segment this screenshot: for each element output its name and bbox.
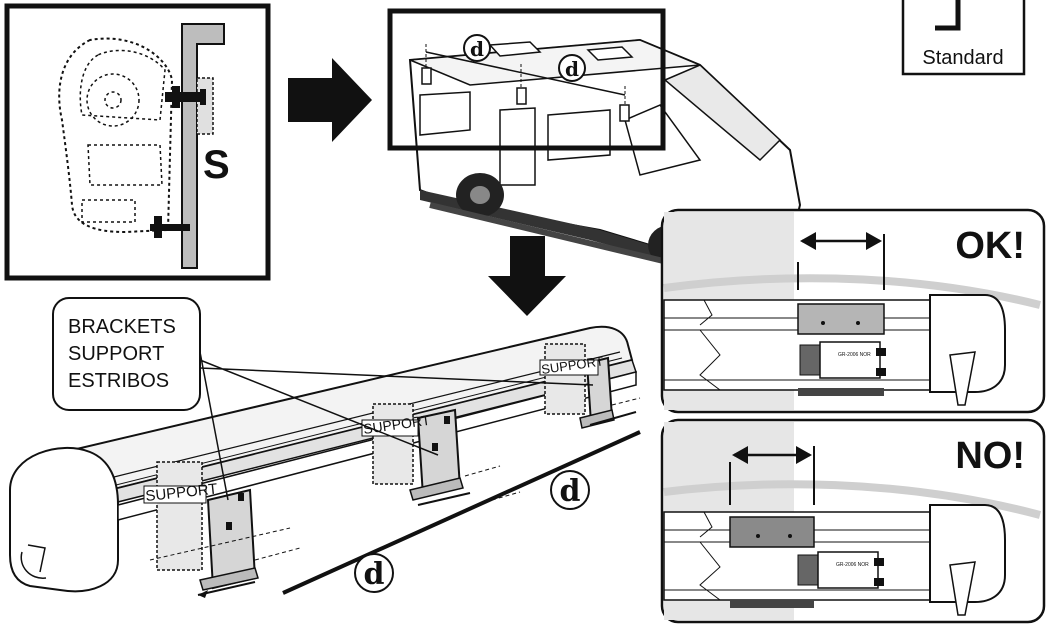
d-marker-van-1-label: d xyxy=(470,37,484,61)
d-marker-awning-2 xyxy=(550,470,590,510)
d-marker-van-2-label: d xyxy=(565,57,579,81)
d-marker-awning-2-label: d xyxy=(560,474,581,509)
standard-box: Standard xyxy=(901,0,1026,76)
callout-line-estribos: ESTRIBOS xyxy=(68,370,169,392)
no-label: NO! xyxy=(955,435,1025,477)
no-lock-text: GR-2006 NOR xyxy=(836,562,869,568)
standard-label: Standard xyxy=(922,47,1003,69)
ok-detail-panel: GR-2006 NOR OK! xyxy=(660,208,1046,414)
van-highlight-frame xyxy=(387,8,666,151)
d-marker-van-2 xyxy=(558,54,586,82)
panel-side-section: S xyxy=(4,3,271,281)
ok-label: OK! xyxy=(955,225,1025,267)
brackets-callout: BRACKETS SUPPORT ESTRIBOS xyxy=(52,297,594,501)
callout-line-brackets: BRACKETS xyxy=(68,316,176,338)
awning-assembly: SUPPORT SUPPORT SUPPORT xyxy=(9,325,641,598)
callout-line-support: SUPPORT xyxy=(68,343,164,365)
ok-lock-text: GR-2006 NOR xyxy=(838,352,871,358)
d-marker-awning-1 xyxy=(354,553,394,593)
no-detail-panel: GR-2006 NOR NO! xyxy=(660,418,1046,624)
arrow-down-icon xyxy=(488,236,566,316)
d-marker-van-1 xyxy=(463,34,491,62)
s-label: S xyxy=(203,143,230,187)
d-marker-awning-1-label: d xyxy=(364,557,385,592)
arrow-right-icon xyxy=(288,58,372,142)
